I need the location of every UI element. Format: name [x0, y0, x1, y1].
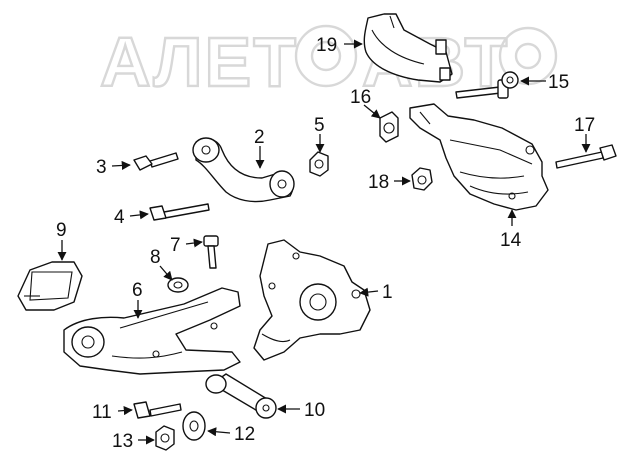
part-3-bolt — [133, 152, 179, 171]
part-1-knuckle — [253, 239, 371, 361]
part-15-bolt — [455, 71, 519, 99]
callout-10: 10 — [304, 400, 325, 421]
svg-text:АЛЕТ: АЛЕТ — [100, 23, 298, 101]
callout-5: 5 — [314, 115, 325, 136]
callout-18: 18 — [368, 172, 389, 193]
part-19-bracket — [363, 13, 453, 83]
part-16-bushing — [379, 111, 399, 143]
part-11-bolt — [133, 401, 182, 419]
part-2-upper-arm — [192, 137, 295, 203]
callout-9: 9 — [56, 220, 67, 241]
callout-6: 6 — [132, 280, 143, 301]
callout-12: 12 — [234, 424, 255, 445]
callout-3: 3 — [96, 157, 107, 178]
callout-4: 4 — [114, 207, 125, 228]
callout-15: 15 — [548, 72, 569, 93]
part-4-bolt — [149, 203, 210, 221]
callout-16: 16 — [350, 87, 371, 108]
callout-11: 11 — [92, 402, 112, 423]
callout-19: 19 — [316, 35, 337, 56]
part-5-nut — [309, 151, 329, 177]
part-7-bolt — [203, 235, 219, 269]
part-17-bolt — [555, 144, 617, 169]
part-9-cover — [17, 261, 83, 311]
leader-lines — [57, 39, 591, 445]
part-12-washer — [182, 411, 206, 441]
part-6-lower-arm — [63, 287, 241, 375]
part-13-nut — [155, 425, 175, 451]
part-14-crossmember — [409, 103, 549, 211]
callout-1: 1 — [382, 282, 393, 303]
part-18-nut — [411, 167, 433, 191]
callout-8: 8 — [150, 247, 161, 268]
callout-17: 17 — [574, 115, 595, 136]
part-10-link — [205, 373, 277, 419]
callout-labels: 19 15 16 17 18 14 2 3 5 4 7 8 9 6 1 10 1… — [56, 35, 595, 452]
part-8-washer — [167, 277, 189, 293]
callout-2: 2 — [254, 127, 265, 148]
callout-7: 7 — [170, 235, 181, 256]
callout-13: 13 — [112, 431, 133, 452]
callout-14: 14 — [500, 230, 522, 251]
